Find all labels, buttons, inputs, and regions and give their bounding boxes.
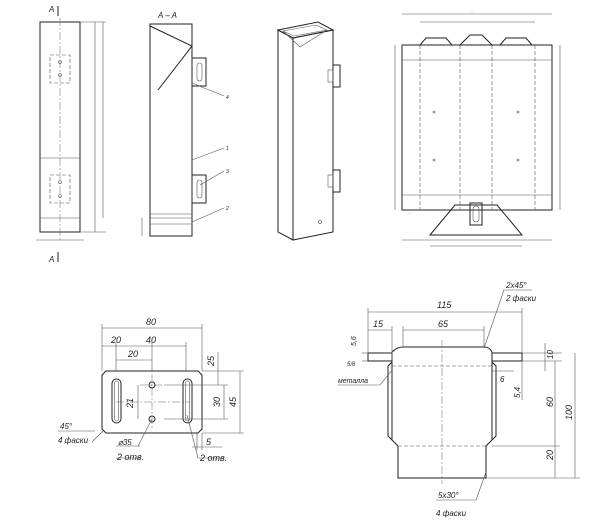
hole-diameter: ⌀35 [118, 438, 132, 447]
svg-text:…: … [470, 8, 474, 13]
bracket-blank-view: 115 15 65 2x45° 2 фаски 5,6 5/6 металла … [338, 281, 580, 518]
dim-6: 6 [500, 375, 505, 384]
dim-20-top: 20 [110, 335, 121, 345]
bottom-chamfer-count: 4 фаски [436, 509, 467, 518]
isometric-view [276, 21, 341, 241]
side-prefix: 5/6 [347, 362, 356, 368]
dim-5-6: 5,6 [351, 336, 358, 346]
top-chamfer-count: 2 фаски [505, 294, 537, 303]
dim-65: 65 [438, 319, 449, 329]
dim-25: 25 [206, 355, 216, 367]
callout-2: 2 [225, 206, 229, 212]
section-mark-bottom: A [48, 255, 54, 264]
dim-30: 30 [212, 397, 222, 407]
holes-count: 2 отв. [116, 452, 144, 462]
dim-100: 100 [564, 405, 574, 420]
dim-60: 60 [545, 397, 555, 407]
dim-45: 45 [228, 396, 238, 407]
dim-20-right: 20 [545, 450, 555, 461]
dim-80: 80 [146, 317, 156, 327]
callout-1: 1 [226, 146, 229, 152]
chamfer-count: 4 фаски [58, 436, 89, 445]
dim-40: 40 [146, 335, 156, 345]
slots-count: 2 отв. [199, 453, 227, 463]
dim-10: 10 [546, 350, 555, 359]
bottom-chamfer: 5x30° [438, 491, 459, 500]
dim-20-mid: 20 [127, 349, 138, 359]
dim-115: 115 [437, 300, 452, 310]
dim-15: 15 [373, 319, 384, 329]
dim-21: 21 [125, 398, 135, 409]
callout-3: 3 [226, 169, 229, 175]
callout-4: 4 [226, 95, 229, 101]
dim-5-4: 5,4 [513, 386, 522, 398]
section-view: A – A 4 1 3 2 [141, 11, 229, 237]
flat-pattern-view: … … [394, 8, 561, 247]
mounting-plate-view: 80 20 40 20 25 30 45 21 5 2 отв. ⌀35 [58, 317, 244, 463]
top-chamfer: 2x45° [505, 281, 527, 290]
chamfer-angle: 45° [60, 422, 73, 431]
svg-text:…: … [408, 210, 412, 215]
side-label: металла [338, 378, 368, 385]
front-view: A A [36, 5, 106, 264]
dim-5: 5 [206, 437, 212, 447]
section-mark-top: A [48, 5, 54, 14]
section-title: A – A [157, 11, 177, 20]
